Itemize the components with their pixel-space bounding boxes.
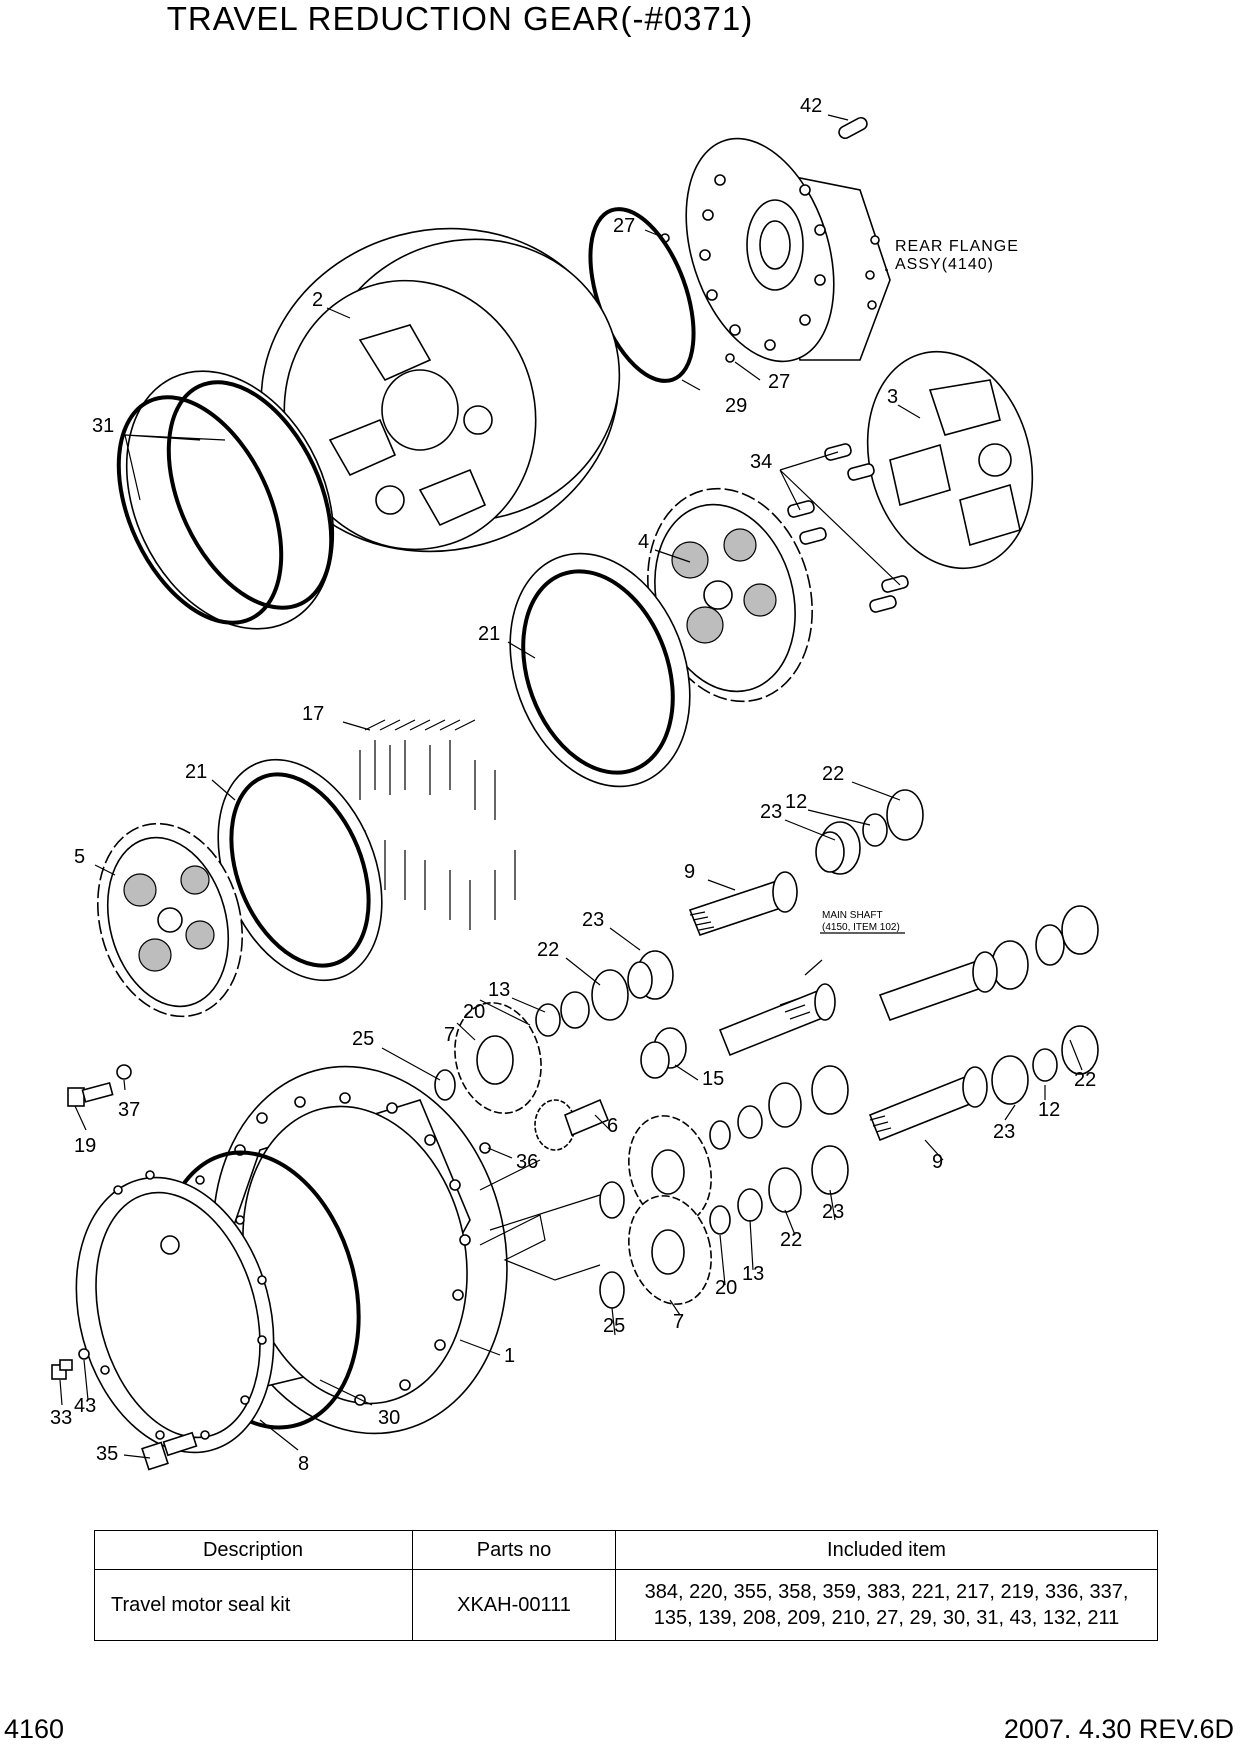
callout-7-lower: 7 [673,1311,684,1333]
header-included-item: Included item [615,1530,1158,1570]
pins-34 [787,443,909,613]
callout-labels: 42 27 27 2 29 3 31 34 4 21 17 22 12 23 2… [50,95,1096,1475]
callout-43: 43 [74,1395,96,1417]
needle-rollers-17 [359,719,516,930]
callout-15: 15 [702,1068,724,1090]
callout-8: 8 [298,1453,309,1475]
shaft-9-lower [868,951,998,1142]
cover-8 [75,1170,275,1454]
ring-gear-21-upper [509,552,691,788]
snap-ring-25-upper [434,1069,456,1101]
callout-12-right: 12 [1038,1099,1060,1121]
plug-33 [51,1359,73,1380]
callout-34: 34 [750,451,772,473]
callout-30: 30 [378,1407,400,1429]
page-title: TRAVEL REDUCTION GEAR(-#0371) [166,0,754,37]
drum-1 [212,1065,601,1435]
callout-21-lower: 21 [185,761,207,783]
rear-flange-assy [685,137,891,363]
page-number: 4160 [4,1714,65,1744]
cell-parts-no: XKAH-00111 [412,1569,616,1641]
callout-19: 19 [74,1135,96,1157]
seal-kit-table: Description Parts no Included item Trave… [94,1530,1158,1641]
bolt-35 [141,1431,198,1471]
o-ring-27-lower [725,353,735,363]
table-row: Travel motor seal kit XKAH-00111 384, 22… [94,1569,1158,1641]
callout-31: 31 [92,415,114,437]
washer-37 [116,1064,132,1080]
callout-27-lower: 27 [768,371,790,393]
snap-ring-25-mid [599,1181,625,1219]
callout-33: 33 [50,1407,72,1429]
main-shaft-note-line1: MAIN SHAFT [822,910,883,921]
bolt-19 [67,1081,114,1107]
callout-21-upper: 21 [478,623,500,645]
housing-2 [260,227,621,553]
bearing-stack-upper [815,789,924,875]
revision-date: 2007. 4.30 REV.6D [1003,1714,1234,1744]
rear-flange-note-line1: REAR FLANGE [895,238,1019,255]
cell-description: Travel motor seal kit [94,1569,413,1641]
callout-23-middle: 23 [582,909,604,931]
leader-lines [59,114,1083,1459]
carrier-3 [866,350,1034,570]
header-parts-no: Parts no [412,1530,616,1570]
planet-carrier-gear-5 [96,822,244,1018]
bearing-stack-middle [535,950,674,1037]
callout-7-upper: 7 [444,1024,455,1046]
callout-13-upper: 13 [488,979,510,1001]
o-ring-43 [78,1348,90,1360]
callout-6: 6 [607,1115,618,1137]
callout-2: 2 [312,289,323,311]
header-description: Description [94,1530,413,1570]
callout-27-upper: 27 [613,215,635,237]
callout-17: 17 [302,703,324,725]
callout-35: 35 [96,1443,118,1465]
included-items-line1: 384, 220, 355, 358, 359, 383, 221, 217, … [644,1581,1129,1603]
planet-carrier-gear-4 [647,487,813,703]
shaft-9-upper [688,871,798,936]
main-shaft [718,983,836,1057]
rear-flange-note-line2: ASSY(4140) [895,256,994,273]
callout-22-middle: 22 [537,939,559,961]
sun-gear-6 [534,1098,610,1151]
callout-4: 4 [638,531,649,553]
ring-gear-21-lower [217,758,383,982]
callout-9-upper: 9 [684,861,695,883]
callout-23-lower: 23 [822,1201,844,1223]
ball-36 [479,1142,491,1154]
exploded-parts-diagram: 42 27 27 2 29 3 31 34 4 21 17 22 12 23 2… [50,95,1099,1475]
callout-13-lower: 13 [742,1263,764,1285]
included-items-line2: 135, 139, 208, 209, 210, 27, 29, 30, 31,… [653,1607,1120,1629]
callout-42: 42 [800,95,822,117]
bearing-stack-right [991,905,1099,1105]
callout-9-lower: 9 [932,1151,943,1173]
callout-22-right: 22 [1074,1069,1096,1091]
gear-7-lower [628,1115,712,1305]
bearing-stack-lower [709,1065,849,1235]
main-shaft-note-line2: (4150, ITEM 102) [822,922,900,933]
seal-kit-header-row: Description Parts no Included item [94,1530,1158,1570]
callout-20-upper: 20 [463,1001,485,1023]
callout-23-right: 23 [993,1121,1015,1143]
snap-ring-25-lower [599,1271,625,1309]
callout-20-lower: 20 [715,1277,737,1299]
callout-3: 3 [887,386,898,408]
callout-25-lower: 25 [603,1315,625,1337]
callout-12-top: 12 [785,791,807,813]
callout-23-top: 23 [760,801,782,823]
ring-31 [116,370,335,630]
callout-25-upper: 25 [352,1028,374,1050]
callout-22-top: 22 [822,763,844,785]
callout-29: 29 [725,395,747,417]
callout-1: 1 [504,1345,515,1367]
sleeve-15 [640,1027,687,1079]
callout-5: 5 [74,846,85,868]
callout-36: 36 [516,1151,538,1173]
gear-7-upper [454,1002,542,1114]
callout-22-lower: 22 [780,1229,802,1251]
cell-included-items: 384, 220, 355, 358, 359, 383, 221, 217, … [615,1569,1158,1641]
pin-42 [838,116,868,140]
callout-37: 37 [118,1099,140,1121]
